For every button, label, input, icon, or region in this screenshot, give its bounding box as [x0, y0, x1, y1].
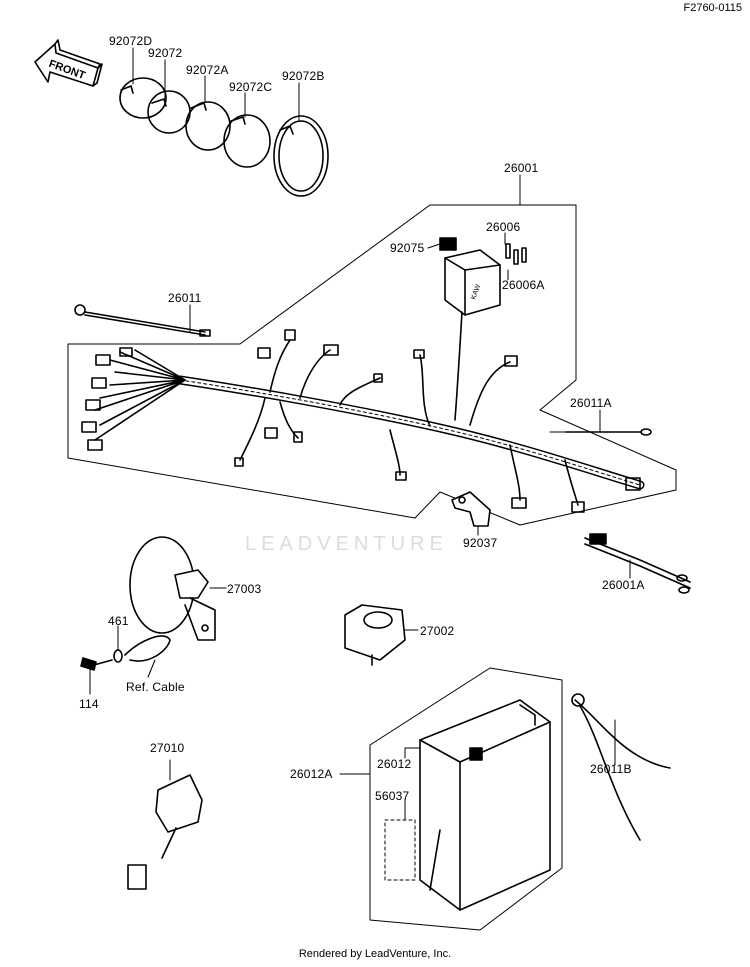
label-26001: 26001 — [504, 161, 539, 175]
unit-27010 — [127, 774, 203, 890]
label-56037: 56037 — [375, 789, 410, 803]
horn-27003 — [129, 536, 216, 641]
label-26011: 26011 — [168, 291, 202, 305]
cable-26011 — [74, 304, 211, 337]
label-27010: 27010 — [150, 741, 185, 755]
regulator-26001-box: KAW — [444, 249, 501, 316]
footer: Rendered by LeadVenture, Inc. — [298, 948, 452, 960]
label-92037: 92037 — [463, 536, 498, 550]
label-26006A: 26006A — [502, 278, 545, 292]
label-ref-cable: Ref. Cable — [126, 680, 185, 694]
cable-26011A — [549, 428, 652, 436]
label-26011B: 26011B — [590, 762, 632, 776]
clamp-92072 — [147, 90, 191, 134]
fuse-92075 — [439, 237, 457, 251]
label-92075: 92075 — [390, 241, 425, 255]
label-461: 461 — [108, 614, 129, 628]
main-harness — [81, 311, 645, 513]
vent-hose — [429, 829, 441, 891]
harness-outline — [67, 204, 677, 526]
label-92072D: 92072D — [109, 34, 153, 48]
clamp-92072A — [185, 101, 231, 151]
leaders — [89, 174, 631, 821]
connector-26001A — [584, 533, 691, 594]
watermark: LEADVENTURE — [245, 533, 448, 555]
label-26001A: 26001A — [602, 578, 645, 592]
battery-outline — [369, 667, 563, 931]
label-27003: 27003 — [227, 582, 262, 596]
bracket-56037 — [384, 819, 416, 881]
label-26012A: 26012A — [290, 767, 333, 781]
label-26011A: 26011A — [570, 396, 612, 410]
label-26006: 26006 — [486, 220, 521, 234]
label-114: 114 — [79, 697, 99, 711]
label-92072C: 92072C — [229, 80, 273, 94]
figure-code: F2760-0115 — [683, 2, 742, 14]
battery-26012 — [419, 699, 551, 911]
label-92072: 92072 — [148, 46, 183, 60]
bolt-114 — [80, 657, 113, 671]
label-92072A: 92072A — [186, 63, 229, 77]
relay-27002 — [344, 604, 406, 666]
leaders-top — [132, 47, 300, 121]
label-92072B: 92072B — [282, 69, 325, 83]
clamp-92072D — [119, 77, 167, 119]
washer-461 — [113, 649, 123, 663]
fuses-26006 — [505, 243, 527, 265]
label-26012: 26012 — [377, 757, 412, 771]
front-arrow — [34, 39, 103, 87]
label-27002: 27002 — [420, 624, 455, 638]
clamp-92072C — [223, 114, 271, 168]
clamp-92072B — [273, 115, 329, 197]
clamp-92037 — [451, 491, 491, 527]
ref-cable-loop — [124, 635, 171, 662]
